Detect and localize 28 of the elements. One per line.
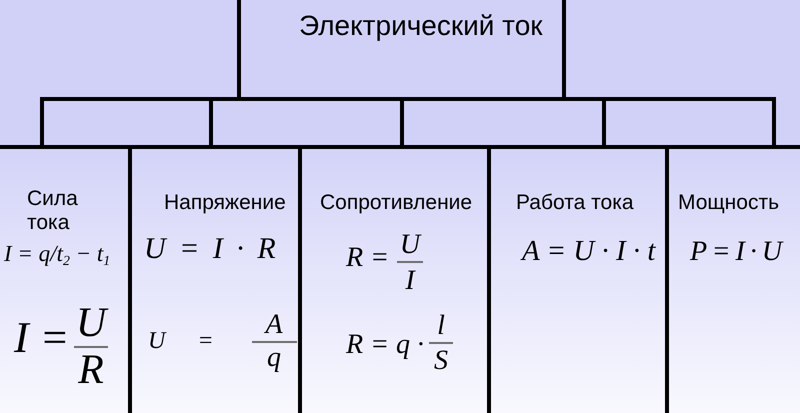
fraction-numerator: l — [437, 312, 445, 340]
column-panel — [487, 145, 665, 413]
formula: P = I · U — [690, 236, 782, 268]
formula: R = — [346, 242, 389, 274]
fraction-numerator: A — [265, 311, 283, 339]
column-panel — [298, 145, 487, 413]
column-heading: Работа тока — [516, 191, 634, 216]
formula: U = — [148, 328, 214, 356]
column-heading: Сопротивление — [320, 191, 472, 216]
formula: R = q · — [346, 329, 424, 362]
formula: I = q/t$_{2}$ − t$_{1}$ — [4, 241, 110, 269]
fraction-denominator: I — [405, 267, 415, 295]
fraction-denominator: S — [434, 347, 448, 375]
topic-box — [237, 0, 566, 97]
topic-title: Электрический ток — [299, 10, 543, 42]
fraction-denominator: R — [78, 349, 104, 391]
fraction-numerator: U — [400, 231, 420, 259]
column-panel — [665, 145, 800, 413]
column-heading: Напряжение — [164, 191, 286, 216]
column-panel — [128, 145, 298, 413]
fraction-numerator: U — [76, 302, 106, 344]
column-heading: Мощность — [678, 191, 780, 216]
formula: I = — [14, 313, 70, 364]
column-panel — [0, 145, 128, 413]
column-heading: Сила тока — [27, 187, 79, 236]
formula: U = I · R — [144, 232, 276, 266]
formula: A = U · I · t — [522, 235, 656, 268]
fraction-denominator: q — [267, 344, 281, 372]
